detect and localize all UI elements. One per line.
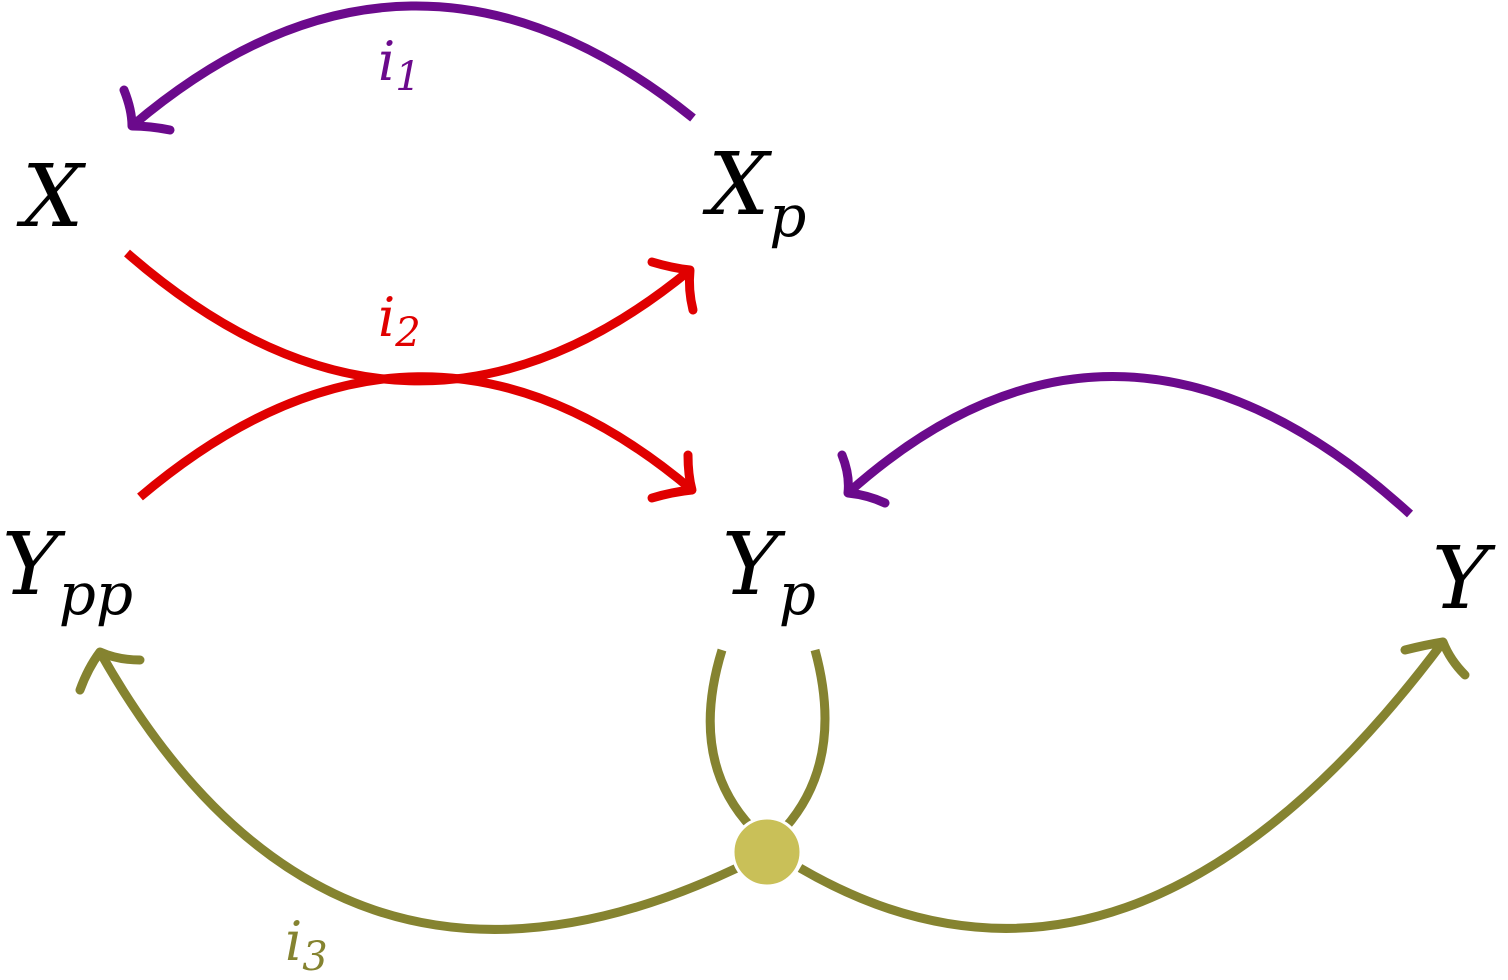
edge-y-to-yp [845, 372, 1414, 518]
junction-node [731, 816, 803, 888]
node-x: X [16, 147, 87, 247]
arrowhead-ypp [75, 647, 145, 695]
arrowhead-i2-xp [647, 257, 698, 315]
edge-i3-to-y [797, 639, 1447, 933]
edge-i2-ypp-to-yp [137, 372, 695, 501]
edge-i1-xp-to-x [129, 1, 696, 130]
arrowhead-y [1400, 637, 1470, 680]
node-y: Y [1432, 529, 1496, 629]
arrowhead-i2-yp [647, 450, 697, 503]
label-i3: i3 [285, 910, 328, 980]
edge-i3-to-ypp [96, 649, 739, 934]
node-yp: Yp [722, 515, 816, 628]
node-xp: Xp [702, 135, 806, 250]
label-i1: i1 [378, 30, 421, 100]
label-i2: i2 [378, 286, 421, 356]
arrowhead-yp [837, 450, 890, 508]
edge-yp-loop-left [705, 648, 756, 832]
node-ypp: Ypp [2, 515, 133, 628]
arrowhead-i1 [119, 85, 175, 135]
edge-yp-loop-right [781, 648, 830, 831]
